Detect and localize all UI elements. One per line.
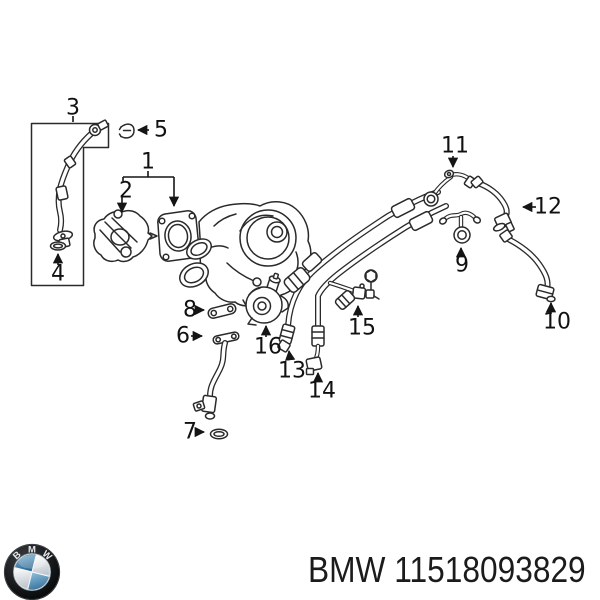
part-9-vent-pipe	[438, 210, 482, 244]
part-4-seal-ring	[49, 241, 67, 251]
bmw-logo: B M W	[3, 543, 61, 600]
part-11-connector-pipe	[423, 169, 477, 207]
roundel-quadrants	[14, 554, 50, 590]
logo-letter-m: M	[28, 545, 36, 556]
part-14-elbow	[305, 325, 325, 376]
part-6-oil-return-pipe	[192, 331, 240, 420]
coolant-lines	[277, 189, 449, 376]
part-15-fitting	[327, 280, 380, 300]
callout-arrows	[52, 116, 557, 438]
part-16-valve	[245, 272, 289, 326]
part-5-clip	[118, 123, 135, 139]
part-3-oil-feed-line	[30, 119, 110, 287]
part-12-hose	[470, 175, 515, 233]
part-number-text: BMW 11518093829	[308, 549, 586, 590]
part-7-o-ring	[209, 428, 229, 440]
part-13-connector	[277, 323, 296, 353]
part-8-gasket	[207, 303, 237, 319]
part-2-actuator	[93, 209, 158, 263]
part-10-hose	[499, 229, 556, 303]
turbocharger	[157, 201, 312, 312]
bmw-roundel-icon: B M W	[3, 543, 61, 600]
